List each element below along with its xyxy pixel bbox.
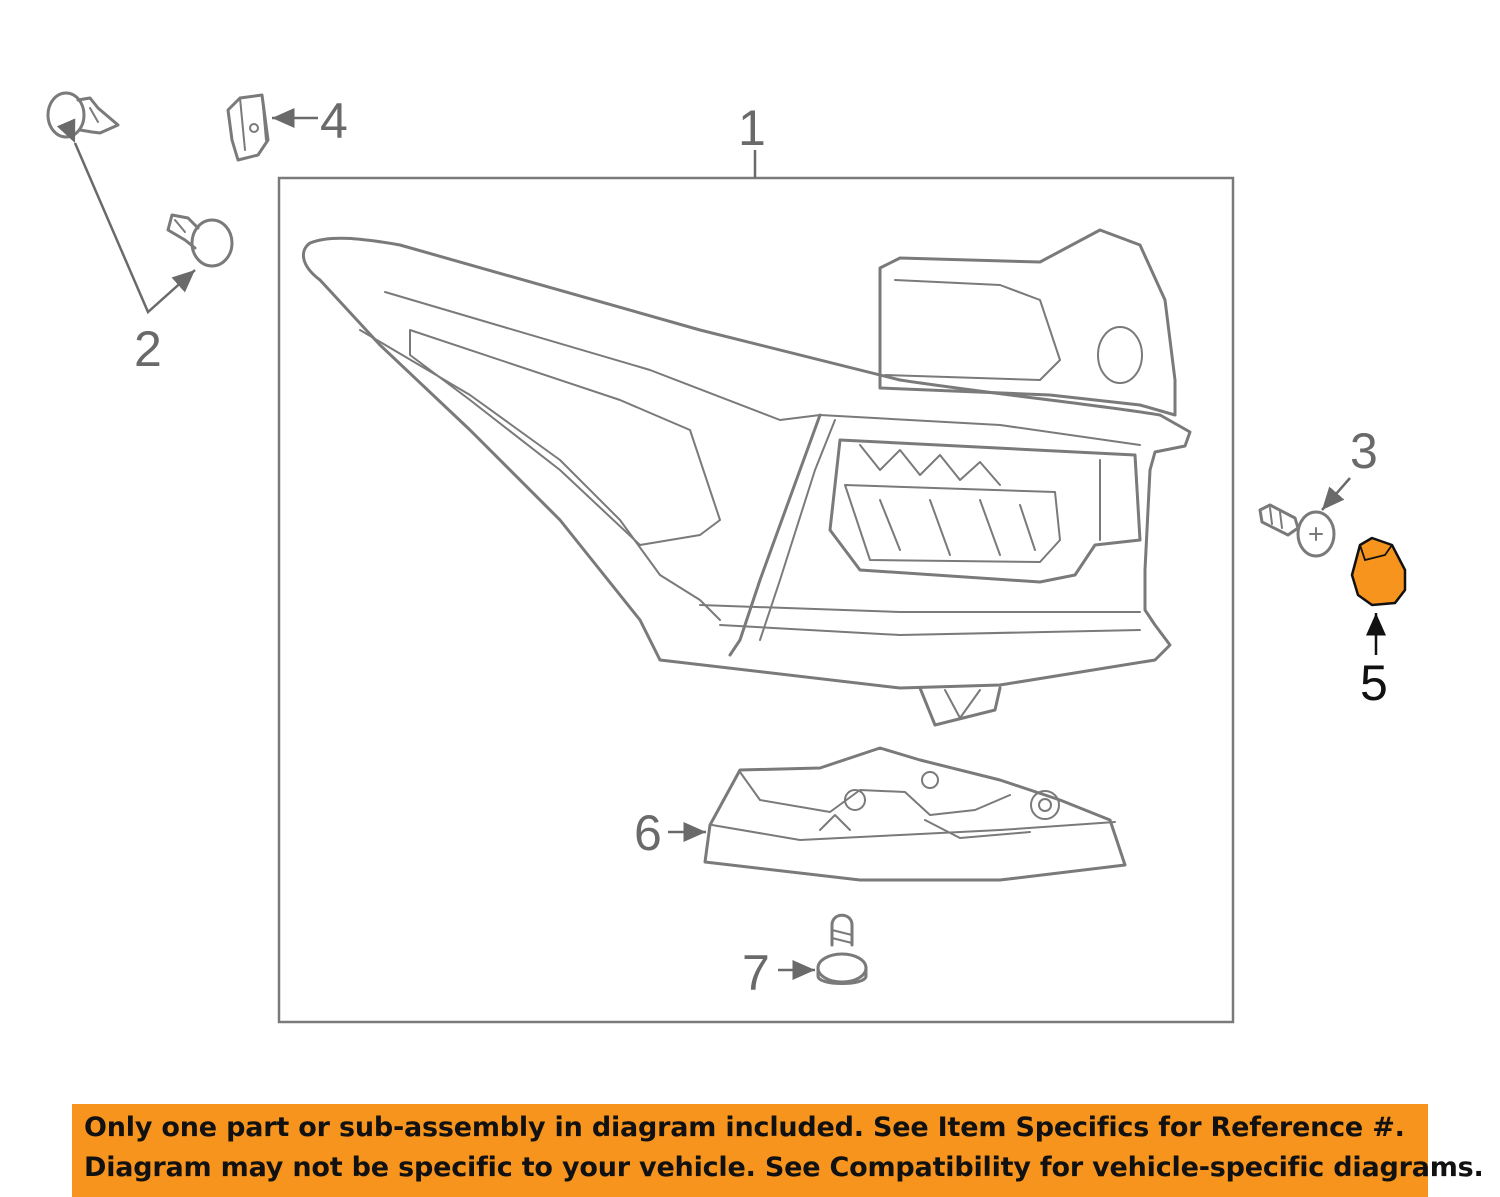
leader-line-3 xyxy=(1321,477,1351,511)
tail-lamp-assembly xyxy=(301,228,1192,727)
lamp-bracket xyxy=(703,746,1127,882)
notice-line-1: Only one part or sub-assembly in diagram… xyxy=(84,1112,1405,1143)
push-clip-lower xyxy=(166,213,234,268)
callout-7: 7 xyxy=(742,945,770,1001)
callout-2: 2 xyxy=(134,321,162,377)
highlighted-part-5 xyxy=(1350,536,1407,607)
assembly-frame xyxy=(277,176,1235,1024)
screw-7 xyxy=(816,913,868,985)
callout-1: 1 xyxy=(738,100,766,156)
callout-5: 5 xyxy=(1360,655,1388,711)
callout-3: 3 xyxy=(1350,423,1378,479)
callout-4: 4 xyxy=(320,93,348,149)
screw-3 xyxy=(1258,503,1336,558)
leader-line-2 xyxy=(56,118,196,315)
notice-line-2: Diagram may not be specific to your vehi… xyxy=(84,1152,1484,1183)
push-clip-upper xyxy=(46,91,120,139)
callout-6: 6 xyxy=(634,805,662,861)
notice-banner: Only one part or sub-assembly in diagram… xyxy=(72,1104,1484,1197)
nut-clip xyxy=(226,93,270,162)
